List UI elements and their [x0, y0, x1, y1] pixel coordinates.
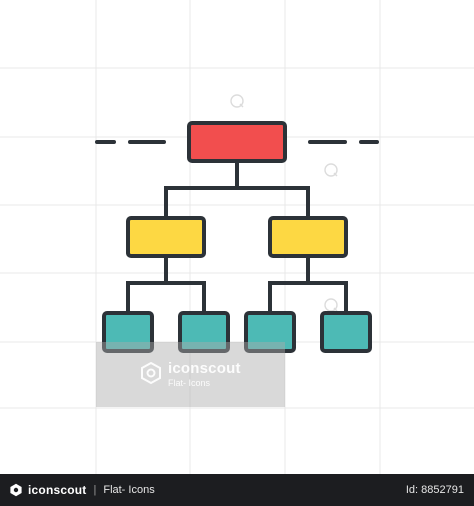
footer-separator: |: [93, 484, 97, 496]
footer-bar: iconscout | Flat- Icons Id: 8852791: [0, 474, 474, 506]
footer-brand[interactable]: iconscout: [9, 483, 86, 497]
image-canvas: iconscout Flat- Icons: [0, 0, 474, 474]
leaf-node-4: [320, 311, 372, 353]
watermark-subtitle: Flat- Icons: [168, 378, 211, 388]
iconscout-logo-icon: [10, 483, 22, 497]
footer-asset-id: Id: 8852791: [405, 484, 464, 496]
mid-node-left: [126, 216, 206, 258]
leaf-node-1: [102, 311, 154, 353]
hierarchy-diagram-icon: [95, 94, 379, 353]
connector-lines: [126, 161, 348, 313]
watermark-logo-icon: [141, 362, 161, 384]
watermark-block: [96, 342, 285, 407]
mid-node-right: [268, 216, 348, 258]
footer-brand-label: iconscout: [28, 483, 87, 497]
leaf-node-3: [244, 311, 296, 353]
root-node: [187, 121, 287, 163]
watermark-title: iconscout: [168, 360, 241, 377]
watermark-search-icons: [230, 94, 338, 312]
footer-category: Flat- Icons: [103, 484, 155, 496]
leaf-node-2: [178, 311, 230, 353]
